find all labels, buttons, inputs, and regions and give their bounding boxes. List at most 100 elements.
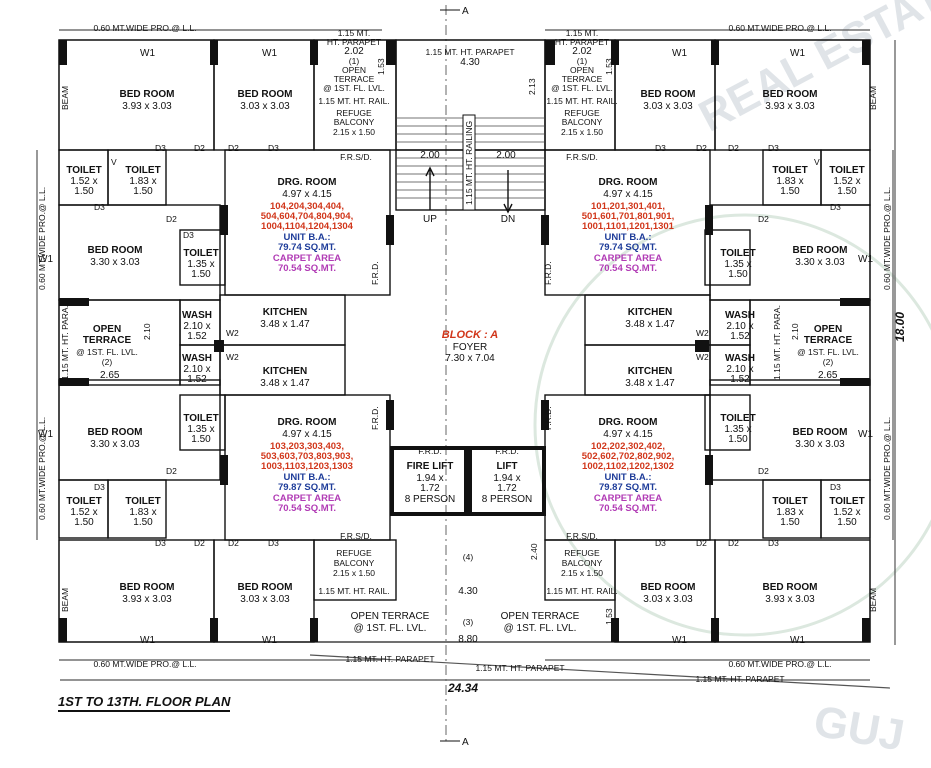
window-label: W1 bbox=[790, 48, 805, 59]
ventilator-label: V bbox=[814, 157, 820, 167]
terrace-label: TERRACE bbox=[83, 335, 132, 346]
room-size: 3.03 x 3.03 bbox=[240, 594, 290, 605]
room-size: 1.52 x bbox=[70, 176, 97, 187]
unit-ba-label: UNIT B.A.: bbox=[605, 472, 652, 483]
room-size: 1.50 bbox=[133, 517, 153, 528]
room-size: 3.93 x 3.03 bbox=[122, 594, 172, 605]
window-label: W1 bbox=[858, 254, 873, 265]
door-label: D2 bbox=[166, 466, 177, 476]
parapet-label: 1.15 MT. HT. PARA. bbox=[60, 305, 70, 380]
door-label: F.R.D. bbox=[370, 406, 380, 430]
room-size: 1.50 bbox=[780, 517, 800, 528]
balcony-label: BALCONY bbox=[334, 558, 375, 568]
total-width-dimension: 24.34 bbox=[448, 681, 479, 695]
room-label: KITCHEN bbox=[263, 366, 307, 377]
fire-lift-capacity: 8 PERSON bbox=[405, 494, 456, 505]
door-label: D2 bbox=[194, 538, 205, 548]
room-label: TOILET bbox=[829, 165, 864, 176]
room-size: 2.10 x bbox=[183, 364, 210, 375]
lift-size: 1.94 x bbox=[493, 473, 520, 484]
window-label: W2 bbox=[226, 328, 239, 338]
block-name: BLOCK : A bbox=[442, 329, 498, 341]
room-label: WASH bbox=[725, 353, 755, 364]
door-label: F.R.S/D. bbox=[566, 152, 598, 162]
parapet-side-dim: 1.53 bbox=[604, 58, 614, 75]
wide-pro-label: 0.60 MT.WIDE PRO.@ L.L. bbox=[882, 417, 892, 520]
room-size: 3.03 x 3.03 bbox=[240, 101, 290, 112]
room-size: 4.97 x 4.15 bbox=[282, 429, 332, 440]
stair-side-dim: 2.13 bbox=[527, 78, 537, 95]
carpet-area-label: CARPET AREA bbox=[594, 493, 662, 504]
terrace-number: (3) bbox=[463, 617, 474, 627]
terrace-number: (1) bbox=[577, 56, 588, 66]
parapet-label: HT. PARAPET bbox=[555, 37, 609, 47]
lift-door: F.R.D. bbox=[495, 446, 519, 456]
room-size: 1.50 bbox=[191, 269, 211, 280]
stair-width: 2.00 bbox=[420, 150, 440, 161]
fire-lift-label: FIRE LIFT bbox=[407, 461, 454, 472]
room-size: 3.48 x 1.47 bbox=[260, 319, 310, 330]
terrace-label: TERRACE bbox=[804, 335, 853, 346]
door-label: D3 bbox=[155, 143, 166, 153]
stair-width: 2.00 bbox=[496, 150, 516, 161]
door-label: D3 bbox=[830, 202, 841, 212]
stair-arrows bbox=[425, 166, 513, 214]
terrace-dim: 4.30 bbox=[458, 586, 478, 597]
terrace-dim: 2.10 bbox=[142, 323, 152, 340]
room-label: BED ROOM bbox=[641, 582, 696, 593]
terrace-label: OPEN bbox=[570, 65, 594, 75]
window-label: W1 bbox=[38, 254, 53, 265]
terrace-level: @ 1ST. FL. LVL. bbox=[76, 347, 138, 357]
parapet-label: 1.15 MT. bbox=[566, 28, 599, 38]
terrace-label: OPEN bbox=[342, 65, 366, 75]
total-height-dimension: 18.00 bbox=[893, 311, 907, 342]
room-size: 1.52 x bbox=[833, 176, 860, 187]
room-size: 3.03 x 3.03 bbox=[643, 594, 693, 605]
terrace-dim: 2.65 bbox=[818, 370, 838, 381]
wide-pro-label: 0.60 MT.WIDE PRO.@ L.L. bbox=[882, 187, 892, 290]
unit-numbers: 501,601,701,801,901, bbox=[582, 211, 674, 222]
refuge-label: REFUGE bbox=[336, 108, 372, 118]
room-label: TOILET bbox=[772, 496, 807, 507]
room-size: 1.35 x bbox=[187, 259, 214, 270]
door-label: D3 bbox=[94, 482, 105, 492]
room-size: 1.50 bbox=[837, 517, 857, 528]
room-label: BED ROOM bbox=[238, 582, 293, 593]
terrace-label: OPEN TERRACE bbox=[351, 611, 430, 622]
room-size: 1.52 bbox=[730, 331, 750, 342]
stair-railing bbox=[462, 114, 476, 211]
balcony-label: BALCONY bbox=[334, 117, 375, 127]
room-size: 3.48 x 1.47 bbox=[625, 319, 675, 330]
terrace-number: (4) bbox=[463, 552, 474, 562]
parapet-side-dim: 1.53 bbox=[376, 58, 386, 75]
door-label: D2 bbox=[758, 214, 769, 224]
room-size: 1.35 x bbox=[724, 424, 751, 435]
unit-numbers: 104,204,304,404, bbox=[270, 201, 344, 212]
door-label: D2 bbox=[696, 538, 707, 548]
room-size: 4.97 x 4.15 bbox=[603, 429, 653, 440]
room-size: 1.52 bbox=[187, 331, 207, 342]
terrace-level: @ 1ST. FL. LVL. bbox=[504, 623, 577, 634]
room-size: 3.30 x 3.03 bbox=[795, 439, 845, 450]
room-label: TOILET bbox=[125, 165, 160, 176]
room-size: 1.50 bbox=[74, 186, 94, 197]
window-label: W1 bbox=[38, 429, 53, 440]
room-size: 1.83 x bbox=[129, 507, 156, 518]
unit-numbers: 1002,1102,1202,1302 bbox=[582, 461, 674, 472]
unit-ba-value: 79.87 SQ.MT. bbox=[599, 482, 657, 493]
unit-ba-value: 79.74 SQ.MT. bbox=[599, 242, 657, 253]
room-size: 2.10 x bbox=[726, 321, 753, 332]
parapet-label: 1.15 MT. HT. PARAPET bbox=[695, 674, 784, 684]
stair-railing-label: 1.15 MT. HT. RAILING bbox=[464, 121, 474, 205]
unit-ba-label: UNIT B.A.: bbox=[605, 232, 652, 243]
window-label: W1 bbox=[790, 635, 805, 646]
terrace-number: (2) bbox=[823, 357, 834, 367]
wide-pro-label: 0.60 MT.WIDE PRO.@ L.L. bbox=[93, 23, 196, 33]
window-label: W1 bbox=[672, 635, 687, 646]
room-size: 1.50 bbox=[780, 186, 800, 197]
room-label: BED ROOM bbox=[793, 427, 848, 438]
door-label: D2 bbox=[228, 538, 239, 548]
door-label: F.R.D. bbox=[543, 406, 553, 430]
parapet-dim: 2.02 bbox=[344, 46, 364, 57]
unit-numbers: 503,603,703,803,903, bbox=[261, 451, 353, 462]
